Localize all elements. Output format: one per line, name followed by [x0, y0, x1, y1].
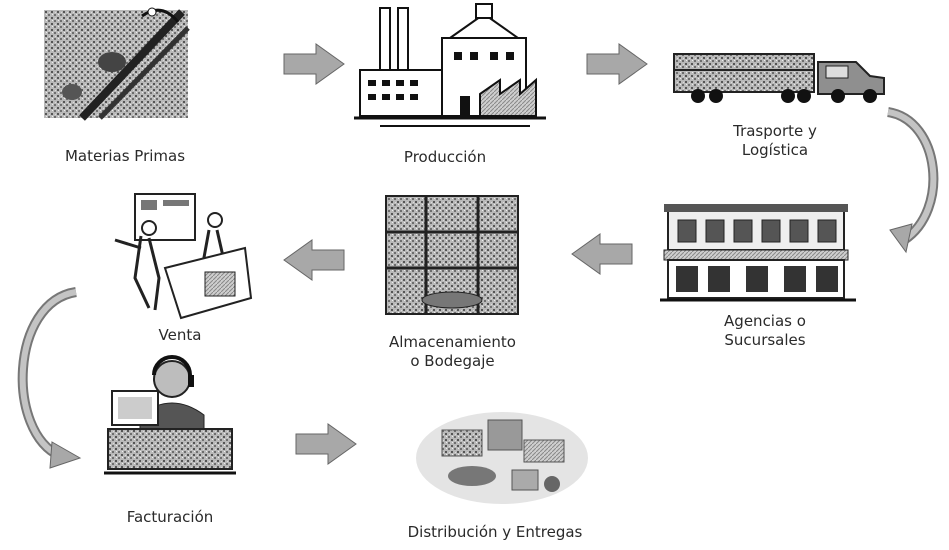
salespeople-icon: [114, 193, 253, 320]
label-transporte: Trasporte y Logística: [733, 122, 817, 159]
label-produccion: Producción: [403, 148, 487, 166]
curved-arrow-right: [886, 107, 939, 254]
distribution-image: [412, 400, 592, 510]
arrow-left-2: [283, 239, 345, 281]
label-facturacion: Facturación: [126, 508, 214, 526]
warehouse-icon: [385, 195, 519, 315]
operator-computer-icon: [104, 355, 236, 475]
label-almacenamiento: Almacenamiento o Bodegaje: [389, 333, 516, 370]
arrow-right-1: [283, 43, 345, 85]
truck-image: [670, 48, 900, 108]
label-venta: Venta: [158, 326, 202, 344]
delivery-items-icon: [416, 412, 588, 504]
sales-image: [105, 188, 255, 323]
factory-image: [350, 0, 555, 135]
billing-image: [100, 355, 240, 480]
label-agencias: Agencias o Sucursales: [724, 312, 806, 349]
truck-icon: [673, 53, 885, 103]
storefront-building-icon: [660, 204, 856, 302]
arrow-right-2: [586, 43, 648, 85]
factory-icon: [354, 3, 546, 127]
agencies-image: [660, 200, 860, 305]
curved-arrow-left: [17, 287, 82, 469]
raw-materials-photo-icon: [44, 7, 190, 121]
label-distribucion: Distribución y Entregas: [407, 523, 583, 541]
arrow-left-1: [571, 233, 633, 275]
label-materias-primas: Materias Primas: [64, 147, 186, 165]
arrow-right-3: [295, 423, 357, 465]
warehouse-image: [382, 192, 522, 320]
raw-materials-image: [42, 2, 192, 122]
